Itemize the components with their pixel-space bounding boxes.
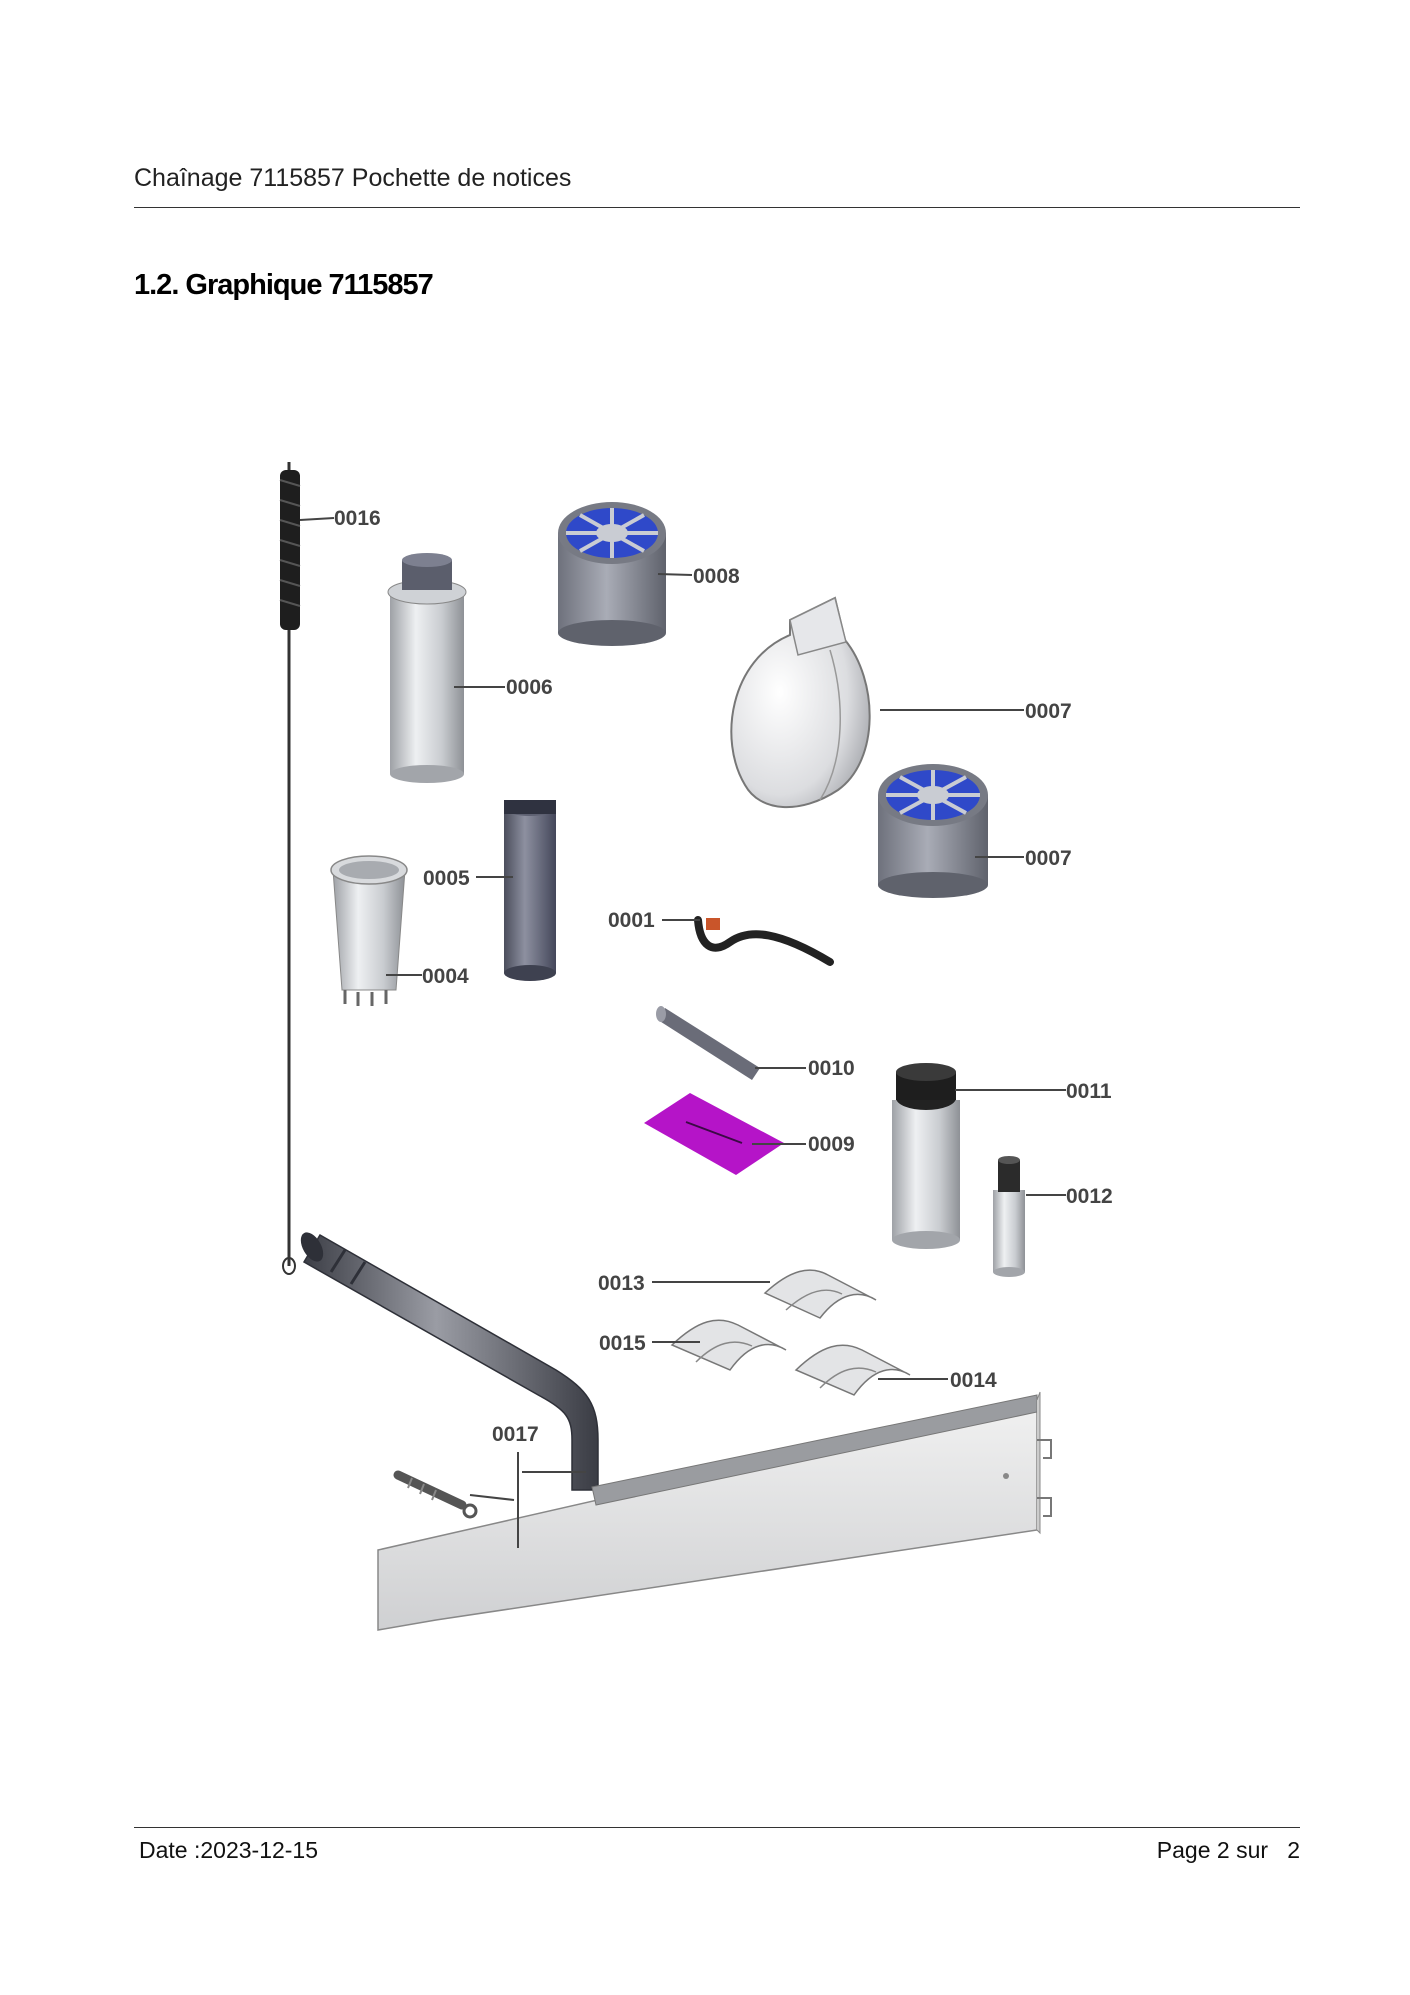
part-0011-canister (892, 1063, 1066, 1249)
callout-0008: 0008 (693, 565, 740, 588)
callout-0004: 0004 (422, 965, 469, 988)
callout-0001: 0001 (608, 909, 655, 932)
callout-0005: 0005 (423, 867, 470, 890)
footer-rule (134, 1827, 1300, 1828)
callout-0015: 0015 (599, 1332, 646, 1355)
part-0017-hose (300, 1232, 599, 1491)
callout-0011: 0011 (1066, 1080, 1112, 1103)
part-0012-bottle (993, 1156, 1066, 1277)
callout-0017: 0017 (492, 1423, 539, 1446)
callout-0010: 0010 (808, 1057, 855, 1080)
callout-0006: 0006 (506, 676, 553, 699)
callout-0009: 0009 (808, 1133, 855, 1156)
section-heading: 1.2. Graphique 7115857 (134, 269, 434, 301)
part-0005-tube (476, 800, 556, 981)
footer-page-number: Page 2 sur 2 (1156, 1837, 1300, 1863)
footer-date: Date :2023-12-15 (139, 1837, 319, 1863)
callout-0014: 0014 (950, 1369, 997, 1392)
part-0017-shelf-bracket (377, 1391, 1052, 1631)
part-0017-screw (393, 1470, 478, 1519)
part-0007-drum (878, 764, 1024, 898)
callout-0012: 0012 (1066, 1185, 1113, 1208)
part-0014-clips (794, 1344, 948, 1396)
document-header-title: Chaînage 7115857 Pochette de notices (134, 164, 572, 192)
part-0015-clips (652, 1319, 787, 1371)
callout-0016: 0016 (334, 507, 381, 530)
part-0013-clips (652, 1269, 877, 1319)
part-0007-cover (730, 596, 1024, 809)
part-0001-cable (662, 916, 834, 966)
part-0004-cup (330, 855, 422, 1006)
header-rule (134, 207, 1300, 208)
part-0010-small-cylinder (656, 1006, 806, 1080)
callout-0007-cover: 0007 (1025, 700, 1072, 723)
part-0008-drum (558, 502, 693, 646)
callout-0013: 0013 (598, 1272, 645, 1295)
part-0016-brush (279, 462, 335, 1275)
callout-0007-drum: 0007 (1025, 847, 1072, 870)
part-0009-label-sheet (644, 1093, 806, 1175)
part-0006-cylinder (387, 553, 505, 783)
